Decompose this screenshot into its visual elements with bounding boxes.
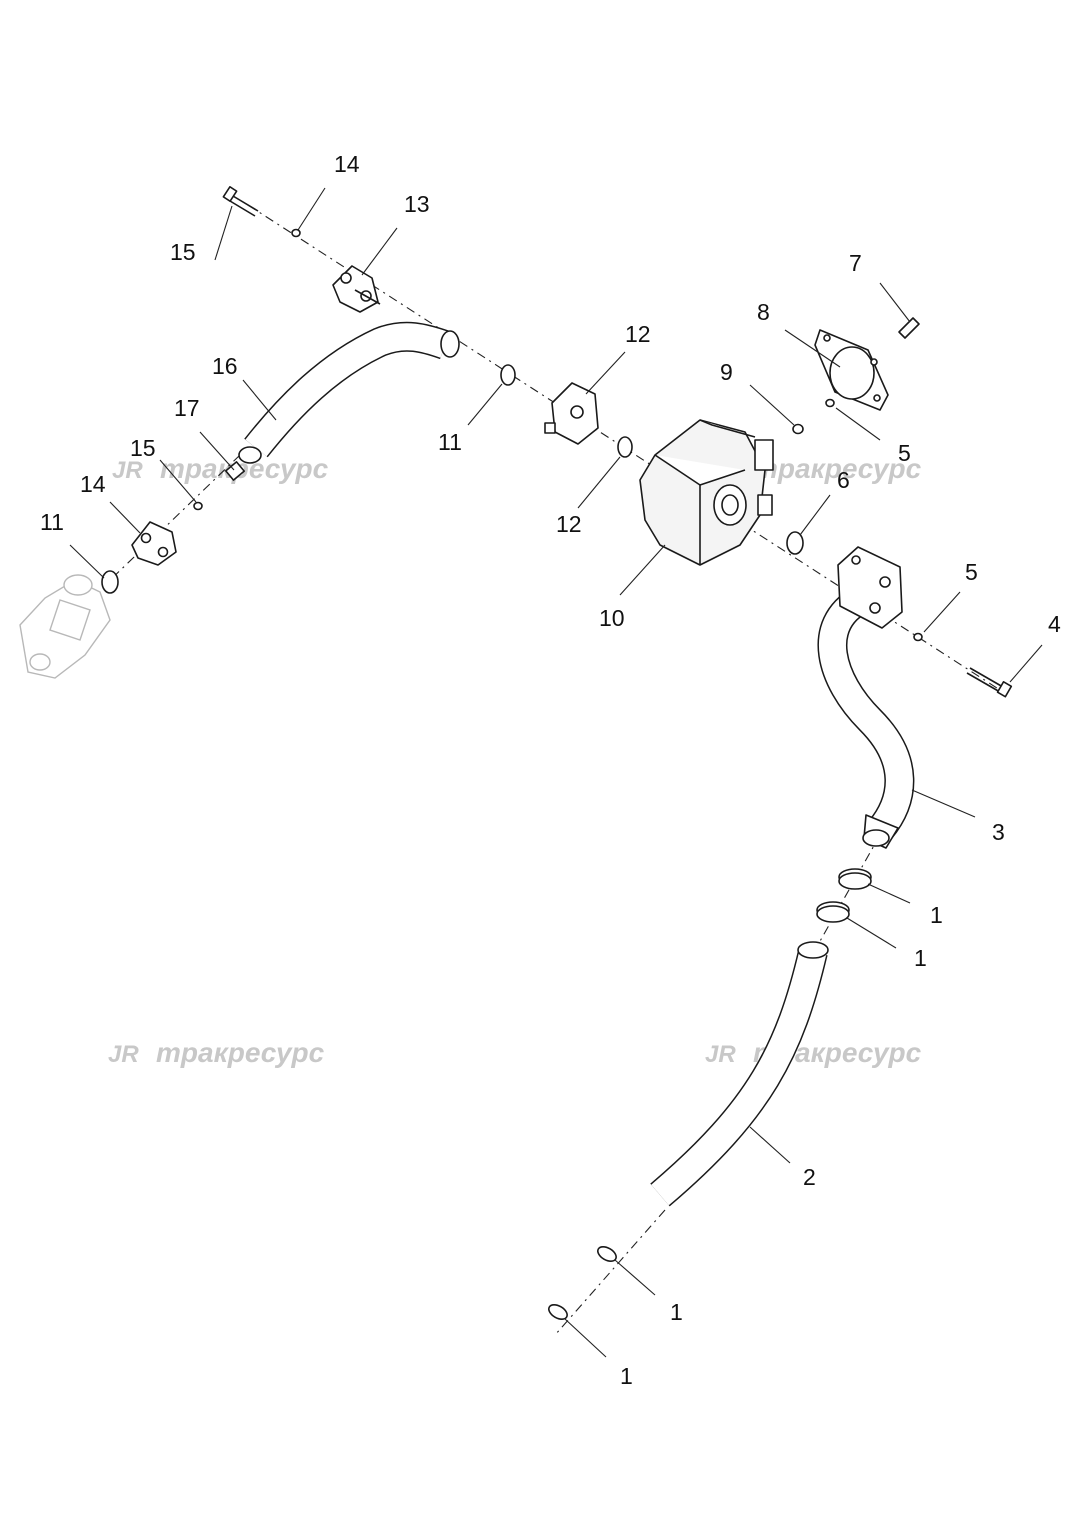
callout-7: 7 (849, 250, 862, 276)
watermark-top-right: JR тракресурс (705, 453, 922, 484)
callout-5-lower: 5 (965, 559, 978, 585)
callout-10: 10 (599, 605, 625, 631)
callout-11-top: 11 (438, 429, 462, 455)
watermark-logo: JR (112, 457, 143, 484)
o-ring-6 (786, 531, 804, 555)
o-ring-11-left (101, 570, 119, 594)
watermark-logo: JR (108, 1041, 139, 1068)
callout-16: 16 (212, 353, 238, 379)
leader-lines (69, 187, 1043, 1358)
hose-3 (817, 586, 915, 849)
washer-14-top (291, 228, 301, 238)
callout-17: 17 (174, 395, 200, 421)
callout-15: 15 (170, 239, 196, 265)
callout-9: 9 (720, 359, 733, 385)
watermark-mid-right: JR тракресурс (705, 1037, 922, 1068)
washer-5-top (825, 398, 835, 408)
hose-clamp-1-b (816, 901, 850, 923)
pin-7 (898, 317, 920, 339)
washer-9 (792, 423, 804, 435)
hose-16 (238, 321, 460, 464)
o-ring-11-top (500, 364, 516, 386)
hose-clamp-1-c (597, 1245, 617, 1263)
watermark-logo: JR (705, 1041, 736, 1068)
callout-14-top: 14 (334, 151, 360, 177)
callout-4: 4 (1048, 611, 1061, 637)
hose-clamp-1-d (548, 1303, 568, 1321)
flange-3 (837, 546, 903, 629)
callout-11-middle: 12 (556, 511, 582, 537)
hose-clamp-1-a (838, 868, 872, 890)
bolt-15 (222, 185, 259, 217)
washer-14-lower (193, 501, 203, 511)
hose-2 (650, 941, 829, 1207)
washer-5-lower (913, 632, 923, 642)
callout-1-b: 1 (914, 945, 927, 971)
callout-8: 8 (757, 299, 770, 325)
watermark-text: тракресурс (156, 1037, 325, 1068)
callout-3: 3 (992, 819, 1005, 845)
callout-11-left: 11 (40, 509, 64, 535)
pump-10 (639, 419, 774, 566)
callout-13-lower: 14 (80, 471, 106, 497)
watermark-text: тракресурс (753, 453, 922, 484)
callout-5-top: 5 (898, 440, 911, 466)
gasket-8 (814, 329, 889, 411)
bolt-4 (966, 667, 1013, 698)
callout-12: 12 (625, 321, 651, 347)
flange-12 (544, 382, 599, 445)
watermark-mid-left: JR тракресурс (108, 1037, 325, 1068)
callout-1-a: 1 (930, 902, 943, 928)
flange-clamp-13-lower (131, 521, 177, 566)
callout-labels: 14 13 15 16 17 15 14 11 11 12 12 10 8 7 … (40, 151, 1061, 1389)
callout-1-d: 1 (620, 1363, 633, 1389)
callout-14-lower: 15 (130, 435, 156, 461)
valve-body-ghost (19, 574, 111, 679)
callout-1-c: 1 (670, 1299, 683, 1325)
flange-clamp-13-top (332, 265, 381, 313)
callout-6: 6 (837, 467, 850, 493)
callout-13-top: 13 (404, 191, 430, 217)
o-ring-11-middle (617, 436, 633, 458)
callout-2: 2 (803, 1164, 816, 1190)
